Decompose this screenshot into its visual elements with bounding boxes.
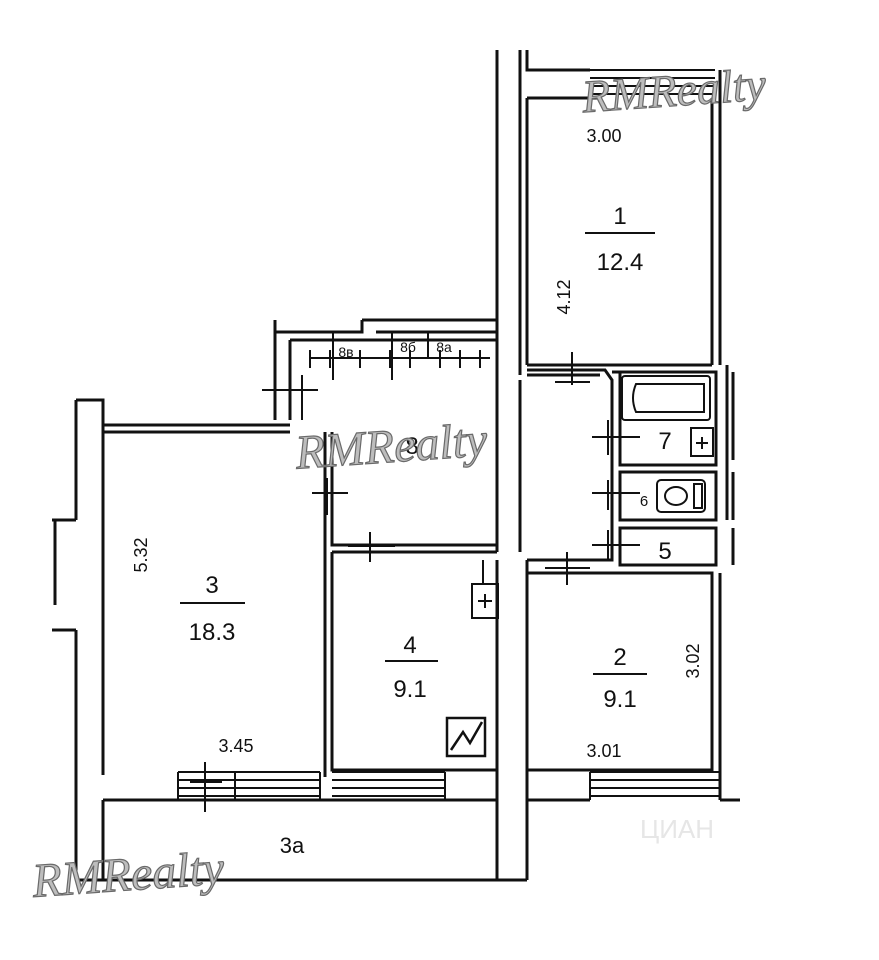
room-area: 18.3 xyxy=(189,619,236,646)
watermark-center: RMRealty xyxy=(293,413,490,479)
room3-width-dimension: 3.45 xyxy=(218,736,253,756)
gas-stove-icon xyxy=(471,560,499,619)
room-8-label: 8 xyxy=(405,433,418,460)
room1-length-dimension: 4.12 xyxy=(554,279,574,314)
room-7-label: 7 xyxy=(658,428,671,455)
vent-shaft-icon xyxy=(445,716,487,758)
room-6-label: 6 xyxy=(640,493,648,510)
room-number: 4 xyxy=(403,632,416,659)
electrical-panel-icon xyxy=(690,427,714,457)
toilet-icon xyxy=(656,479,706,513)
room-4-label: 4 9.1 xyxy=(385,632,438,703)
room-2-label: 2 9.1 xyxy=(593,644,647,713)
windows xyxy=(177,69,721,800)
watermark-bottom: RMRealty xyxy=(30,842,227,908)
closet-8b-label: 8б xyxy=(400,339,416,355)
room2-width-dimension: 3.01 xyxy=(586,741,621,761)
door-marks xyxy=(190,352,640,812)
walls xyxy=(52,50,740,882)
balcony-3a-label: 3a xyxy=(280,833,305,858)
room1-width-dimension: 3.00 xyxy=(586,126,621,146)
closet-8v-label: 8в xyxy=(338,344,353,360)
room-5-label: 5 xyxy=(658,538,671,565)
room-area: 12.4 xyxy=(597,249,644,276)
watermark-site: ЦИАН xyxy=(640,814,714,844)
room-3-label: 3 18.3 xyxy=(180,572,245,646)
room-area: 9.1 xyxy=(393,676,426,703)
room-1-label: 1 12.4 xyxy=(585,203,655,276)
room2-length-dimension: 3.02 xyxy=(683,643,703,678)
room3-length-dimension: 5.32 xyxy=(131,537,151,572)
bathtub-icon xyxy=(621,375,711,421)
watermark-top: RMRealty xyxy=(579,58,768,122)
room-number: 1 xyxy=(613,203,626,230)
closet-8a-label: 8a xyxy=(436,339,452,355)
room-number: 2 xyxy=(613,644,626,671)
room-number: 3 xyxy=(205,572,218,599)
closet-ticks xyxy=(309,332,490,380)
room-area: 9.1 xyxy=(603,686,636,713)
